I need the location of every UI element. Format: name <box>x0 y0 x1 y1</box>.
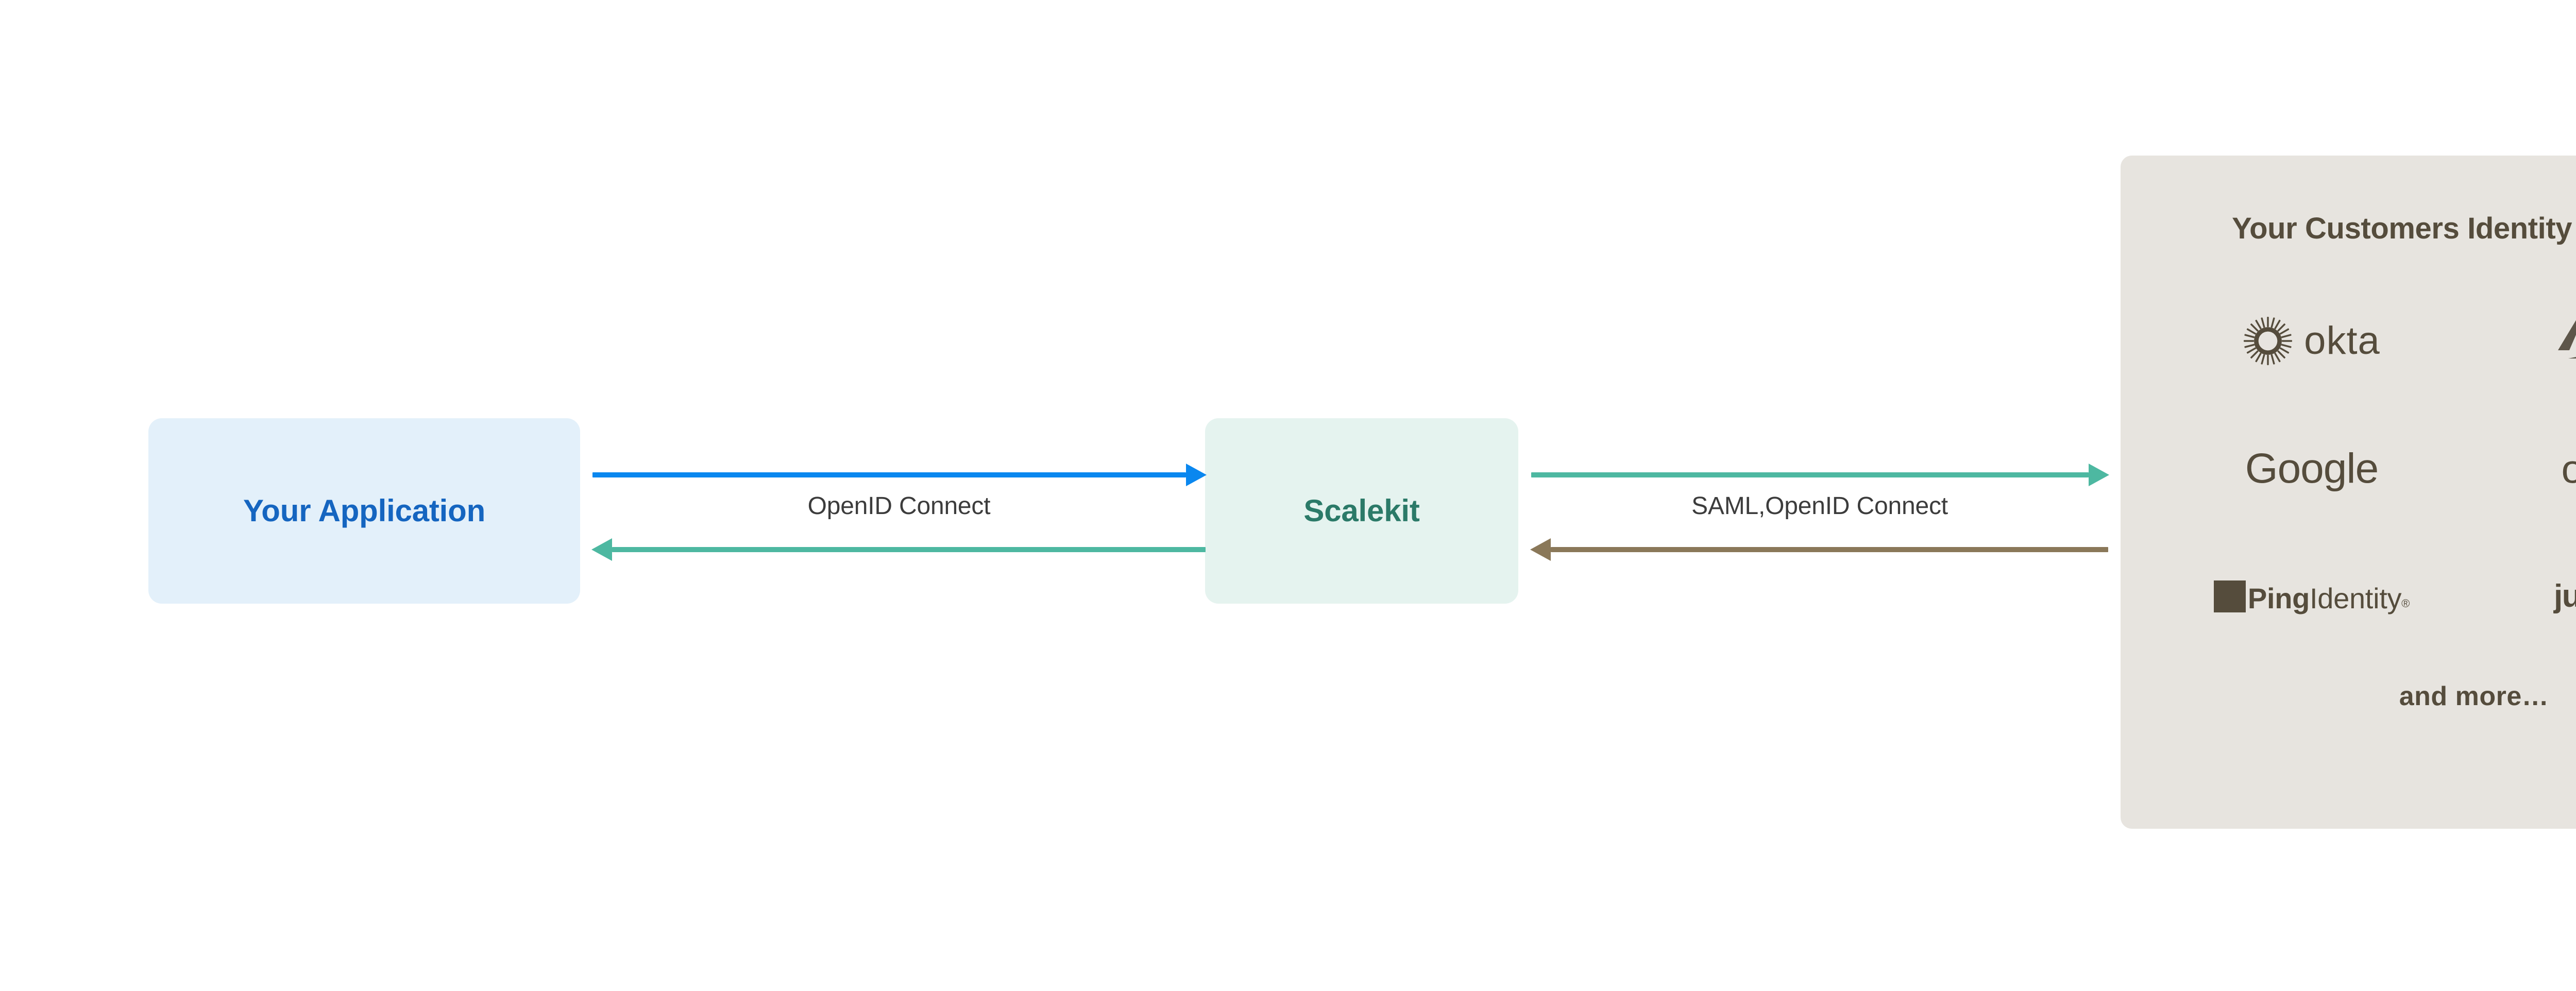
provider-azure[interactable]: Azure <box>2474 277 2576 405</box>
arrowhead-left-icon <box>1530 538 1551 561</box>
provider-jumpcloud[interactable]: jumpcloud™ <box>2474 533 2576 660</box>
identity-providers-grid: okta Azure Google onelogin <box>2149 277 2576 660</box>
connector-line <box>592 472 1186 477</box>
onelogin-wordmark: onelogin <box>2561 446 2576 491</box>
node-scalekit[interactable]: Scalekit <box>1205 418 1518 604</box>
ping-square-icon <box>2213 580 2246 612</box>
identity-providers-title: Your Customers Identity Providers <box>2232 212 2576 245</box>
identity-providers-footer: and more… <box>2399 681 2549 711</box>
arrowhead-left-icon <box>591 538 612 561</box>
connector-line <box>612 547 1206 552</box>
connector-line <box>1551 547 2108 552</box>
arrowhead-right-icon <box>2089 464 2109 486</box>
node-your-application-label: Your Application <box>243 493 486 528</box>
connector-line <box>1531 472 2089 477</box>
identity-providers-panel: Your Customers Identity Providers <box>2121 156 2576 829</box>
provider-google[interactable]: Google <box>2149 405 2474 533</box>
provider-pingidentity[interactable]: PingIdentity® <box>2149 533 2474 660</box>
node-your-application[interactable]: Your Application <box>148 418 580 604</box>
google-wordmark: Google <box>2245 445 2379 492</box>
azure-triangle-icon <box>2557 317 2576 365</box>
connector-label-openid-connect: OpenID Connect <box>807 492 991 520</box>
connector-label-saml-openid-connect: SAML,OpenID Connect <box>1691 492 1948 520</box>
provider-onelogin[interactable]: onelogin <box>2474 405 2576 533</box>
pingidentity-wordmark: PingIdentity® <box>2213 580 2410 614</box>
arrowhead-right-icon <box>1186 464 1207 486</box>
registered-mark: ® <box>2401 596 2410 610</box>
okta-wordmark: okta <box>2304 319 2380 363</box>
pingidentity-wordmark-bold: Ping <box>2247 582 2310 614</box>
jumpcloud-wordmark: jumpcloud™ <box>2554 580 2576 612</box>
provider-okta[interactable]: okta <box>2149 277 2474 405</box>
pingidentity-wordmark-light: Identity <box>2310 582 2402 614</box>
node-scalekit-label: Scalekit <box>1303 493 1420 528</box>
jumpcloud-wordmark-text: jumpcloud <box>2554 578 2576 614</box>
okta-burst-icon <box>2243 316 2293 366</box>
